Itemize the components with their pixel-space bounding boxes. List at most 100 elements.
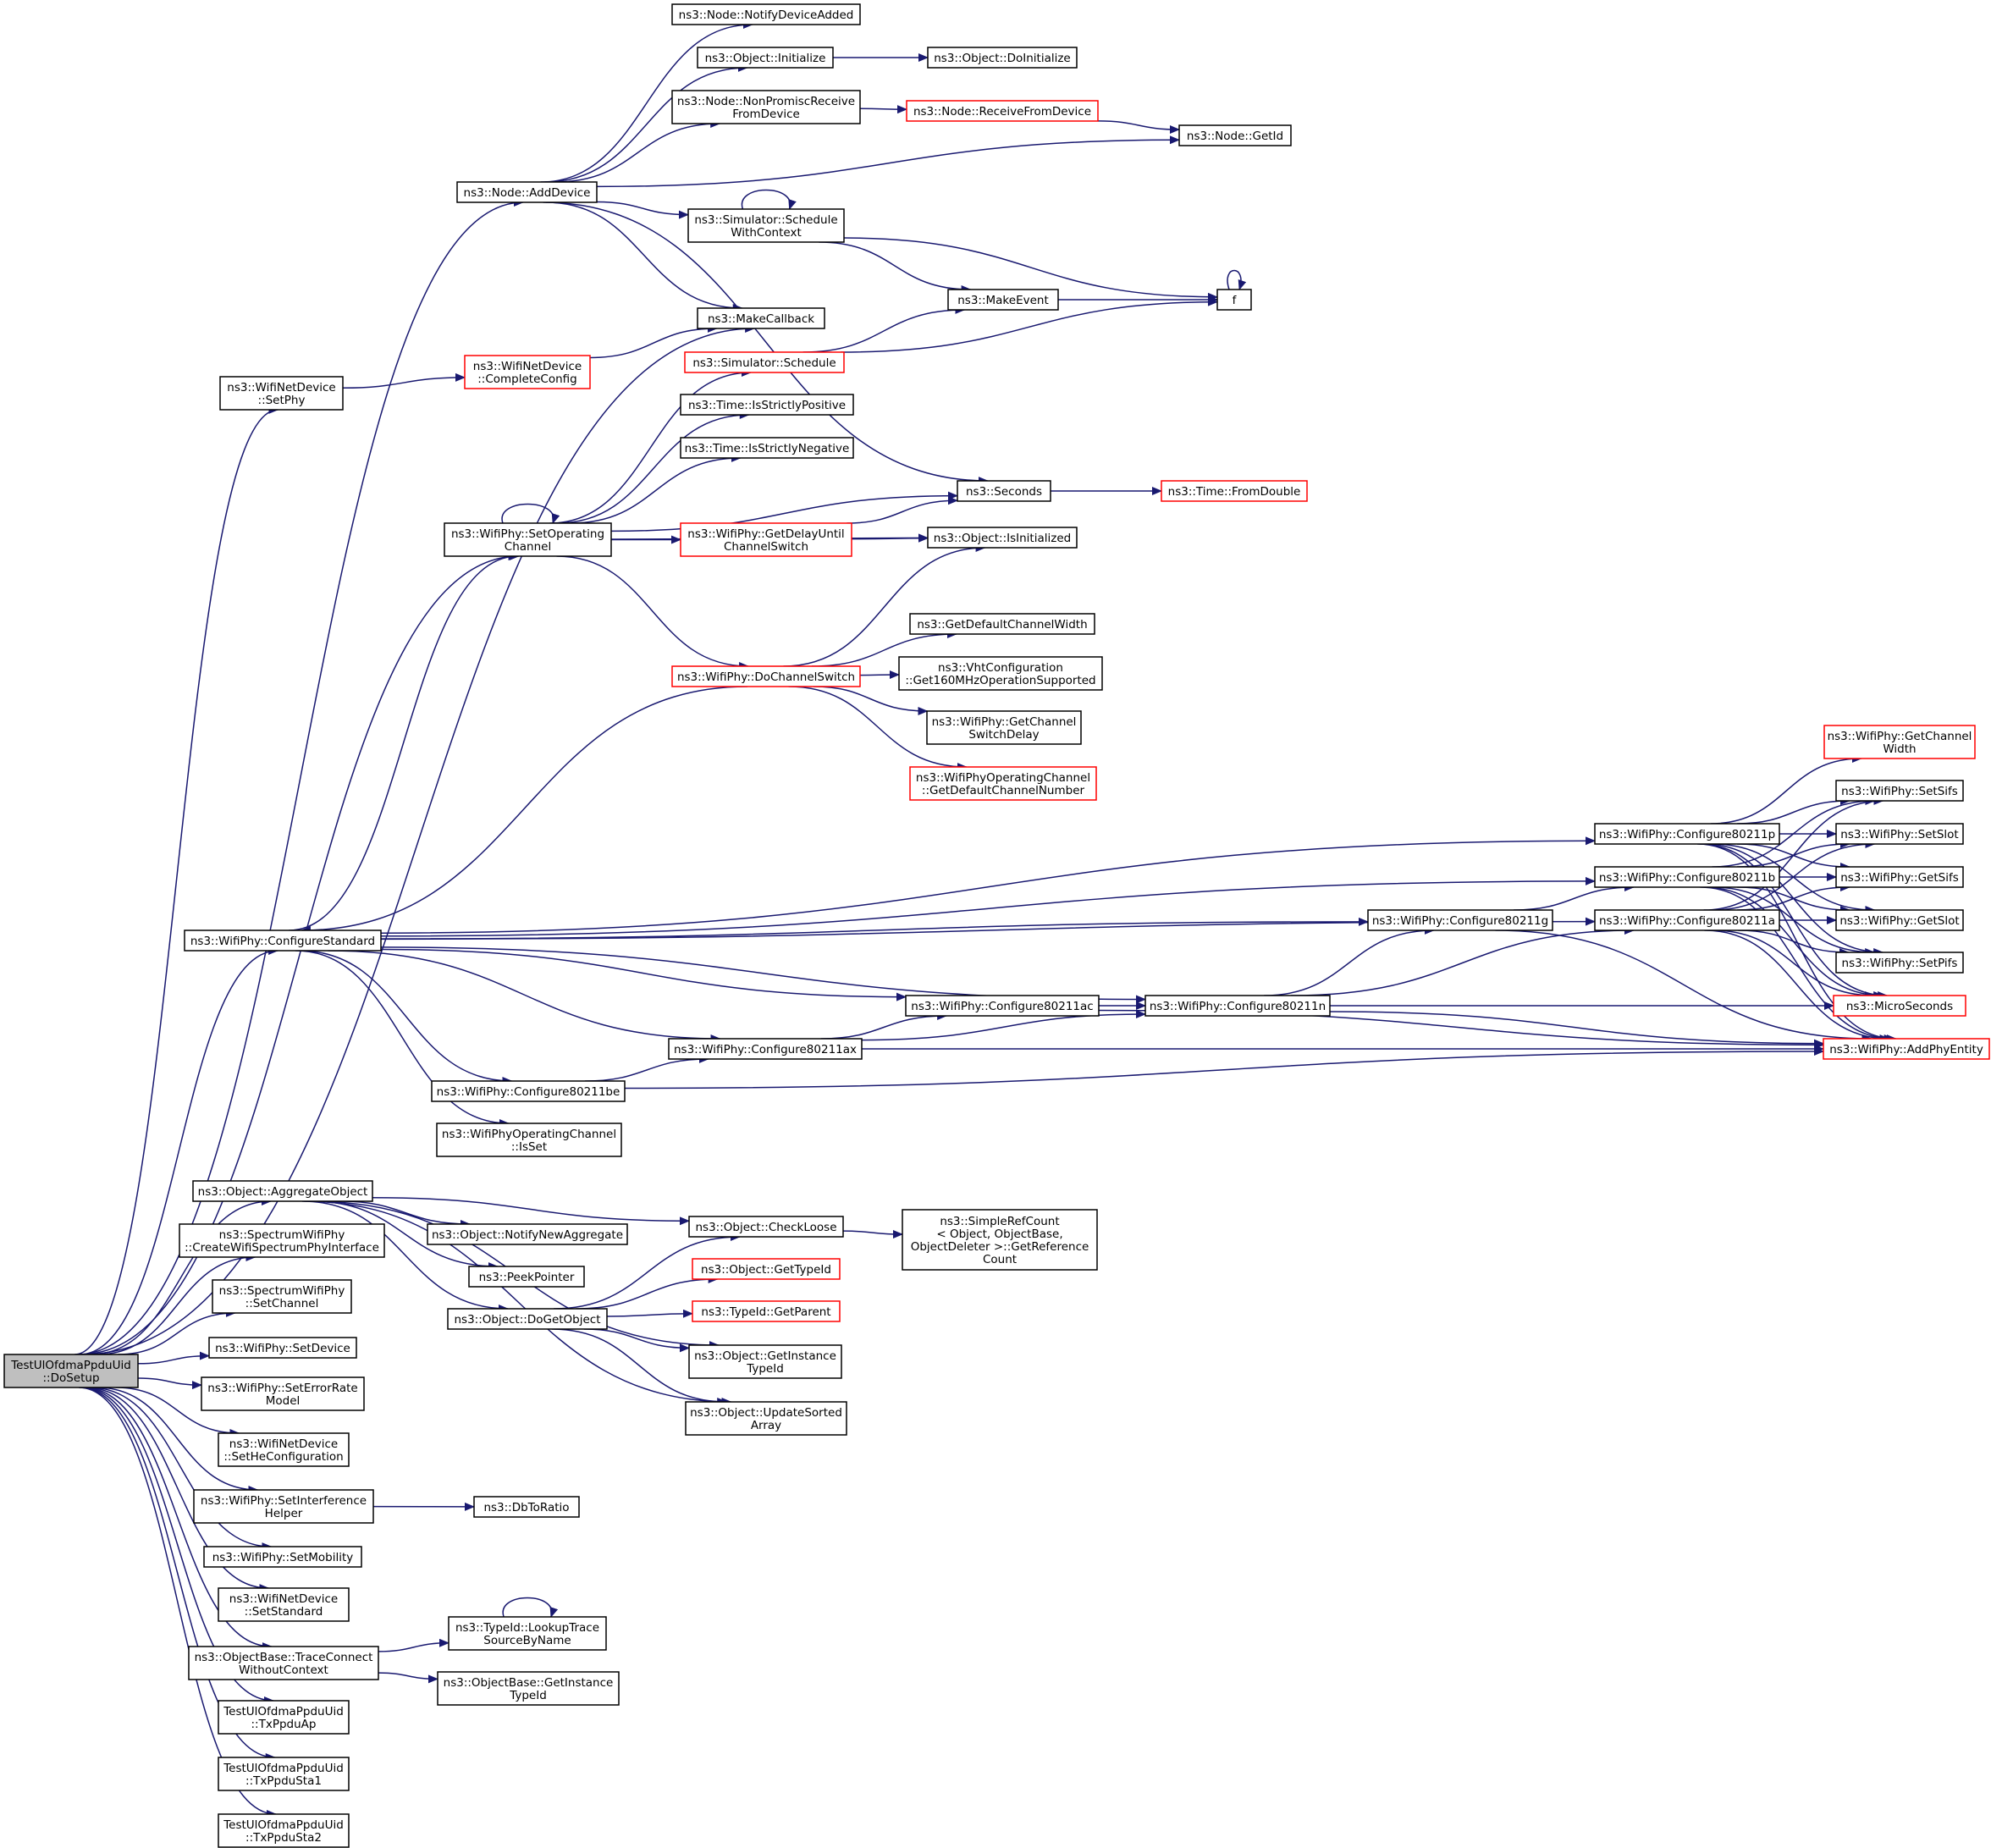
node-setSlot[interactable]: ns3::WifiPhy::SetSlot	[1835, 823, 1964, 845]
node-aggregateObject[interactable]: ns3::Object::AggregateObject	[192, 1180, 373, 1202]
node-label: ns3::SpectrumWifiPhy	[219, 1228, 345, 1242]
node-label: ns3::WifiPhy::Configure80211g	[1372, 914, 1548, 928]
node-cfg80211ac[interactable]: ns3::WifiPhy::Configure80211ac	[905, 995, 1100, 1017]
node-traceConnect[interactable]: ns3::ObjectBase::TraceConnectWithoutCont…	[188, 1646, 379, 1680]
node-setStandard[interactable]: ns3::WifiNetDevice::SetStandard	[218, 1587, 350, 1622]
node-checkLoose[interactable]: ns3::Object::CheckLoose	[688, 1216, 844, 1238]
call-edge	[1697, 843, 1897, 1043]
call-edge	[80, 1387, 276, 1762]
node-label: ns3::TypeId::GetParent	[701, 1305, 830, 1319]
node-label: ::SetStandard	[245, 1605, 323, 1619]
node-doInitialize[interactable]: ns3::Object::DoInitialize	[927, 47, 1078, 69]
node-cfg80211b[interactable]: ns3::WifiPhy::Configure80211b	[1594, 866, 1780, 888]
node-typeIdGetParent[interactable]: ns3::TypeId::GetParent	[692, 1300, 841, 1322]
node-simSchedule[interactable]: ns3::Simulator::Schedule	[684, 351, 845, 373]
node-setSifs[interactable]: ns3::WifiPhy::SetSifs	[1835, 780, 1964, 802]
node-getDefaultChannelNumber[interactable]: ns3::WifiPhyOperatingChannel::GetDefault…	[909, 766, 1097, 801]
node-isStrictlyPositive[interactable]: ns3::Time::IsStrictlyPositive	[680, 394, 854, 416]
node-label: ns3::WifiPhy::SetOperating	[451, 527, 604, 541]
node-root[interactable]: TestUlOfdmaPpduUid::DoSetup	[3, 1354, 139, 1388]
node-label: ns3::Time::FromDouble	[1168, 485, 1301, 499]
node-label: ObjectDeleter >::GetReference	[911, 1240, 1089, 1254]
node-seconds[interactable]: ns3::Seconds	[957, 480, 1051, 502]
call-edge	[544, 63, 748, 183]
node-objGetTypeId[interactable]: ns3::Object::GetTypeId	[692, 1258, 841, 1280]
node-receiveFromDevice[interactable]: ns3::Node::ReceiveFromDevice	[906, 100, 1099, 122]
node-label: ns3::WifiPhyOperatingChannel	[916, 771, 1090, 785]
node-getSifs[interactable]: ns3::WifiPhy::GetSifs	[1835, 866, 1964, 888]
node-label: ns3::Node::AddDevice	[464, 186, 591, 200]
node-addPhyEntity[interactable]: ns3::WifiPhy::AddPhyEntity	[1823, 1038, 1990, 1060]
node-doGetObject[interactable]: ns3::Object::DoGetObject	[447, 1308, 608, 1330]
node-isStrictlyNegative[interactable]: ns3::Time::IsStrictlyNegative	[680, 437, 854, 459]
node-setHeConfiguration[interactable]: ns3::WifiNetDevice::SetHeConfiguration	[218, 1432, 350, 1467]
node-cfg80211g[interactable]: ns3::WifiPhy::Configure80211g	[1367, 909, 1553, 931]
node-cfg80211n[interactable]: ns3::WifiPhy::Configure80211n	[1144, 995, 1331, 1017]
node-setPhyDev[interactable]: ns3::WifiNetDevice::SetPhy	[219, 376, 344, 411]
node-cfg80211a[interactable]: ns3::WifiPhy::Configure80211a	[1594, 909, 1780, 931]
node-vhtGet160[interactable]: ns3::VhtConfiguration::Get160MHzOperatio…	[898, 656, 1103, 691]
call-edge	[1700, 886, 1894, 1043]
node-notifyNewAggregate[interactable]: ns3::Object::NotifyNewAggregate	[427, 1223, 628, 1245]
node-dbToRatio[interactable]: ns3::DbToRatio	[473, 1496, 580, 1518]
node-label: ns3::Object::GetTypeId	[701, 1263, 831, 1277]
node-f[interactable]: f	[1216, 289, 1252, 311]
node-makeEvent[interactable]: ns3::MakeEvent	[947, 289, 1059, 311]
call-edge	[301, 1200, 510, 1313]
call-edge	[585, 1055, 709, 1082]
node-label: ns3::DbToRatio	[483, 1501, 569, 1514]
call-edge	[339, 1200, 471, 1228]
node-fromDouble[interactable]: ns3::Time::FromDouble	[1161, 480, 1308, 502]
node-opChannelIsSet[interactable]: ns3::WifiPhyOperatingChannel::IsSet	[436, 1123, 622, 1157]
node-objInitialize[interactable]: ns3::Object::Initialize	[697, 47, 834, 69]
node-txPpduSta2[interactable]: TestUlOfdmaPpduUid::TxPpduSta2	[218, 1813, 350, 1848]
call-edge	[80, 1387, 275, 1705]
node-cfg80211ax[interactable]: ns3::WifiPhy::Configure80211ax	[668, 1038, 863, 1060]
call-edge	[380, 917, 1369, 940]
call-edge	[741, 189, 797, 210]
node-cfg80211be[interactable]: ns3::WifiPhy::Configure80211be	[431, 1080, 626, 1102]
node-setMobility[interactable]: ns3::WifiPhy::SetMobility	[203, 1546, 362, 1568]
node-configureStandard[interactable]: ns3::WifiPhy::ConfigureStandard	[184, 930, 382, 952]
node-createWifiSpectrum[interactable]: ns3::SpectrumWifiPhy::CreateWifiSpectrum…	[179, 1223, 385, 1258]
node-completeConfig[interactable]: ns3::WifiNetDevice::CompleteConfig	[464, 355, 591, 389]
node-isInitialized[interactable]: ns3::Object::IsInitialized	[927, 527, 1078, 549]
node-notifyDeviceAdded[interactable]: ns3::Node::NotifyDeviceAdded	[671, 3, 861, 25]
node-label: ::IsSet	[511, 1140, 547, 1154]
node-label: ns3::MakeEvent	[957, 294, 1049, 307]
node-txPpduAp[interactable]: TestUlOfdmaPpduUid::TxPpduAp	[218, 1700, 350, 1735]
node-txPpduSta1[interactable]: TestUlOfdmaPpduUid::TxPpduSta1	[218, 1757, 350, 1791]
node-peekPointer[interactable]: ns3::PeekPointer	[468, 1266, 585, 1288]
node-nodeGetId[interactable]: ns3::Node::GetId	[1178, 124, 1292, 146]
node-label: Channel	[505, 540, 551, 554]
node-label: ns3::SpectrumWifiPhy	[219, 1284, 345, 1298]
node-doChannelSwitch[interactable]: ns3::WifiPhy::DoChannelSwitch	[671, 665, 861, 687]
node-cfg80211p[interactable]: ns3::WifiPhy::Configure80211p	[1594, 823, 1780, 845]
node-setPifs[interactable]: ns3::WifiPhy::SetPifs	[1835, 952, 1964, 974]
node-getReferenceCount[interactable]: ns3::SimpleRefCount< Object, ObjectBase,…	[902, 1209, 1098, 1271]
node-getDefaultChannelWidth[interactable]: ns3::GetDefaultChannelWidth	[909, 613, 1095, 635]
node-label: ns3::Object::UpdateSorted	[690, 1406, 842, 1420]
node-makeCallback[interactable]: ns3::MakeCallback	[697, 307, 825, 329]
call-edge	[90, 1387, 273, 1551]
call-edge	[840, 297, 1218, 353]
node-getSlot[interactable]: ns3::WifiPhy::GetSlot	[1835, 909, 1964, 931]
node-label: ns3::WifiPhy::Configure80211p	[1599, 828, 1775, 841]
node-setDevice[interactable]: ns3::WifiPhy::SetDevice	[208, 1337, 357, 1359]
node-addDevice[interactable]: ns3::Node::AddDevice	[456, 181, 598, 203]
node-microSeconds[interactable]: ns3::MicroSeconds	[1833, 995, 1966, 1017]
call-edge	[545, 201, 743, 312]
node-spectrumSetChannel[interactable]: ns3::SpectrumWifiPhy::SetChannel	[212, 1279, 352, 1314]
